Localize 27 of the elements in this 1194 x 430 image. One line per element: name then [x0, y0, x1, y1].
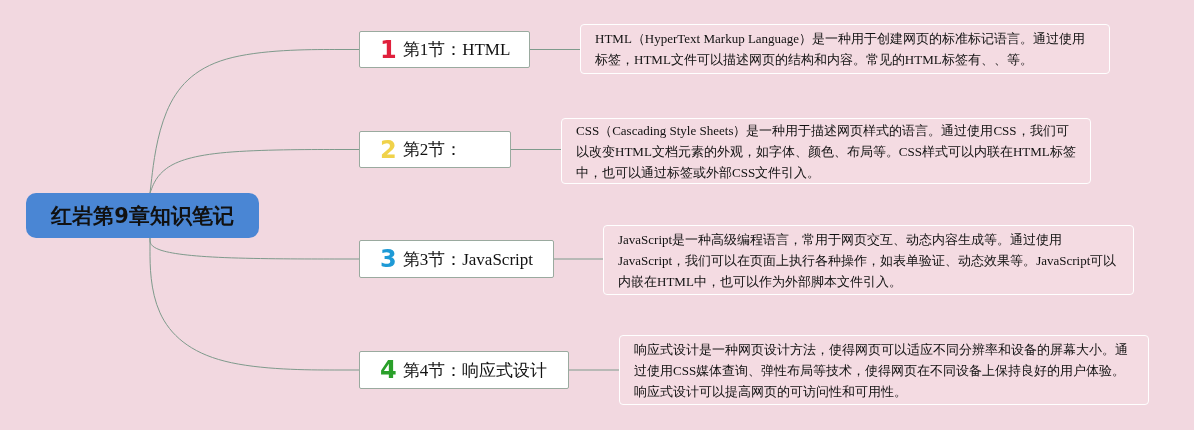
section-topic	[359, 131, 511, 168]
section-title: 第4节：响应式设计	[402, 359, 548, 382]
section-topic	[359, 351, 569, 389]
connector-line	[149, 237, 360, 371]
note-text: JavaScript是一种高级编程语言，常用于网页交互、动态内容生成等。通过使用JavaScript，我们可以在页面上执行各种操作，如表单验证、动态效果等。JavaScript可以内嵌在HTML中，也可以作为外部脚本文件引入。	[618, 230, 1118, 291]
connector-line	[510, 149, 562, 150]
section-title: 第2节：	[402, 139, 463, 161]
note-text: 响应式设计是一种网页设计方法，使得网页可以适应不同分辨率和设备的屏幕大小。通过使用CSS媒体查询、弹性布局等技术，使得网页在不同设备上保持良好的用户体验。响应式设计可以提高网页的可访问性和可用性。	[634, 340, 1129, 401]
section-topic	[359, 240, 554, 278]
section-number: 2	[380, 137, 397, 162]
section-title: 第3节：JavaScript	[402, 248, 534, 271]
central-topic	[26, 193, 259, 238]
section-topic	[359, 31, 530, 68]
note-text: HTML（HyperText Markup Language）是一种用于创建网页的标准标记语言。通过使用标签，HTML文件可以描述网页的结构和内容。常见的HTML标签有、、等。	[595, 30, 1087, 69]
section-number: 4	[380, 358, 397, 382]
connector-line	[529, 49, 581, 50]
topic-title: 红岩第9章知识笔记	[51, 202, 234, 230]
section-number: 1	[380, 37, 397, 62]
connector-line	[149, 149, 360, 194]
section-title: 第1节：HTML	[402, 39, 511, 61]
note-card	[603, 225, 1134, 295]
connector-line	[553, 258, 604, 260]
connector-line	[568, 369, 620, 371]
note-card	[619, 335, 1149, 405]
note-card	[580, 24, 1110, 74]
section-number: 3	[380, 247, 397, 271]
note-text: CSS（Cascading Style Sheets）是一种用于描述网页样式的语言。通过使用CSS，我们可以改变HTML文档元素的外观，如字体、颜色、布局等。CSS样式可以内联在HTML标签中，也可以通过标签或外部CSS文件引入。	[576, 121, 1076, 182]
